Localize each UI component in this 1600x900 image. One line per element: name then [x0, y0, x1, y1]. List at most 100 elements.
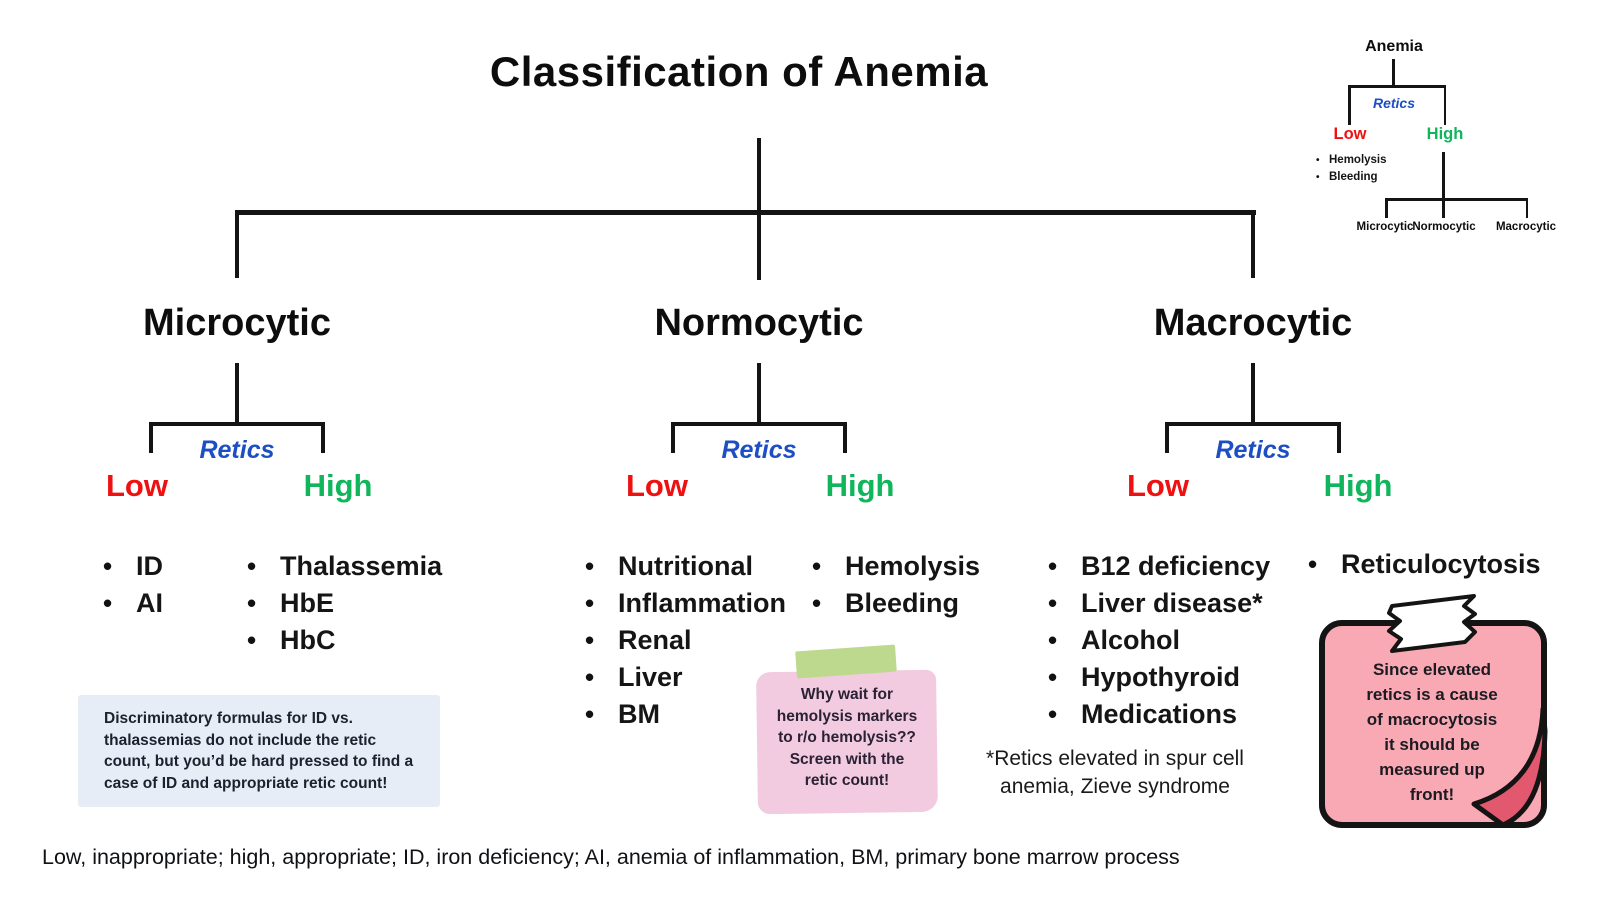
bullet-icon: •: [103, 551, 113, 581]
list-item: •BM: [585, 699, 786, 736]
column-microcytic-label: Microcytic: [143, 302, 331, 344]
list-item-label: Hemolysis: [1329, 154, 1387, 166]
bullet-icon: •: [812, 588, 822, 618]
connector-trunk: [757, 138, 761, 280]
list-item: • Liver: [585, 662, 786, 699]
list-item: • Thalassemia: [247, 551, 442, 588]
mini-high-label: High: [1426, 125, 1464, 143]
list-item: • Renal: [585, 625, 786, 662]
list-item: •Alcohol: [1048, 625, 1270, 662]
microcytic-bracket-right-tick: [321, 422, 325, 453]
macrocytic-bracket-right-tick: [1337, 422, 1341, 453]
bullet-icon: •: [1316, 171, 1320, 183]
list-item-label: Bleeding: [1329, 170, 1378, 183]
normocytic-low-label: Low: [626, 468, 688, 503]
microcytic-retics-label: Retics: [199, 436, 275, 464]
macrocytic-retics-label: Retics: [1215, 436, 1291, 464]
list-item-label: Thalassemia: [280, 551, 443, 581]
list-item: • Reticulocytosis: [1308, 549, 1541, 586]
bullet-icon: •: [1308, 549, 1318, 579]
connector-horizontal: [235, 210, 1256, 215]
list-item-label: Bleeding: [845, 588, 960, 618]
bullet-icon: •: [585, 662, 595, 692]
mini-root-label: Anemia: [1365, 38, 1423, 55]
bullet-icon: •: [1048, 551, 1058, 581]
mini-bracket-left-tick: [1348, 85, 1351, 125]
mini-low-list: • Hemolysis • Bleeding: [1316, 154, 1387, 187]
macrocytic-bracket: [1165, 422, 1341, 426]
list-item-label: Inflammation: [618, 588, 787, 618]
bullet-icon: •: [1048, 625, 1058, 655]
connector-left-drop: [235, 210, 239, 278]
mini-bracket: [1348, 85, 1446, 88]
microcytic-high-list: • Thalassemia • HbE • HbC: [247, 551, 442, 662]
list-item-label: Hemolysis: [845, 551, 981, 581]
bullet-icon: •: [1316, 155, 1320, 166]
list-item: •Nutritional: [585, 551, 786, 588]
macrocytic-stem: [1251, 363, 1255, 423]
macrocytic-low-label: Low: [1127, 468, 1189, 503]
list-item-label: AI: [136, 588, 163, 618]
list-item-label: Medications: [1081, 699, 1238, 729]
microcytic-note-box: Discriminatory formulas for ID vs. thala…: [78, 695, 440, 807]
bullet-icon: •: [812, 551, 822, 581]
macrocytic-note-shape: [1319, 594, 1548, 828]
list-item-label: B12 deficiency: [1081, 551, 1271, 581]
mini-high-stem: [1442, 152, 1445, 200]
list-item: • Bleeding: [1316, 171, 1387, 188]
normocytic-stem: [757, 363, 761, 423]
tape-icon: [1387, 594, 1477, 653]
microcytic-high-label: High: [303, 468, 373, 503]
macrocytic-high-label: High: [1323, 468, 1393, 503]
connector-right-drop: [1251, 210, 1255, 278]
normocytic-bracket: [671, 422, 847, 426]
folded-corner: [1471, 706, 1548, 828]
list-item-label: Nutritional: [618, 551, 753, 581]
list-item-label: BM: [618, 699, 660, 729]
bullet-icon: •: [1048, 662, 1058, 692]
column-normocytic-label: Normocytic: [654, 302, 864, 344]
list-item-label: Hypothyroid: [1081, 662, 1240, 692]
microcytic-bracket: [149, 422, 325, 426]
macrocytic-bracket-left-tick: [1165, 422, 1169, 453]
mini-bracket2-mid-tick: [1442, 198, 1445, 218]
list-item: •Inflammation: [585, 588, 786, 625]
microcytic-bracket-left-tick: [149, 422, 153, 453]
bullet-icon: •: [585, 625, 595, 655]
list-item-label: ID: [136, 551, 163, 581]
list-item: •Liver disease*: [1048, 588, 1270, 625]
normocytic-bracket-left-tick: [671, 422, 675, 453]
list-item-label: HbE: [280, 588, 334, 618]
macrocytic-low-list: •B12 deficiency•Liver disease*•Alcohol•H…: [1048, 551, 1270, 736]
column-macrocytic-label: Macrocytic: [1153, 302, 1353, 344]
list-item-label: Liver: [618, 662, 683, 692]
normocytic-retics-label: Retics: [721, 436, 797, 464]
mini-leaf-normocytic: Normocytic: [1412, 221, 1476, 233]
microcytic-low-label: Low: [106, 468, 168, 503]
mini-bracket-right-tick: [1443, 85, 1446, 125]
list-item-label: Reticulocytosis: [1341, 549, 1541, 579]
list-item: • HbC: [247, 625, 442, 662]
normocytic-bracket-right-tick: [843, 422, 847, 453]
mini-bracket2: [1385, 198, 1528, 201]
bullet-icon: •: [247, 588, 257, 618]
mini-leaf-microcytic: Microcytic: [1356, 221, 1414, 233]
bullet-icon: •: [247, 551, 257, 581]
microcytic-low-list: • ID• AI: [103, 551, 163, 625]
list-item-label: Renal: [618, 625, 692, 655]
list-item: • Bleeding: [812, 588, 980, 625]
mini-bracket2-right-tick: [1525, 198, 1528, 218]
macrocytic-footnote: *Retics elevated in spur cell anemia, Zi…: [986, 747, 1244, 798]
footer-legend: Low, inappropriate; high, appropriate; I…: [42, 845, 1180, 869]
bullet-icon: •: [1048, 588, 1058, 618]
list-item: •Medications: [1048, 699, 1270, 736]
list-item: • ID: [103, 551, 163, 588]
macrocytic-note-text: Since elevated retics is a cause of macr…: [1366, 660, 1498, 804]
bullet-icon: •: [247, 625, 257, 655]
mini-bracket2-left-tick: [1385, 198, 1388, 218]
list-item-label: HbC: [280, 625, 336, 655]
list-item: • Hemolysis: [1316, 154, 1387, 171]
list-item: • HbE: [247, 588, 442, 625]
list-item: • B12 deficiency: [1048, 551, 1270, 588]
mini-leaf-macrocytic: Macrocytic: [1495, 221, 1557, 233]
